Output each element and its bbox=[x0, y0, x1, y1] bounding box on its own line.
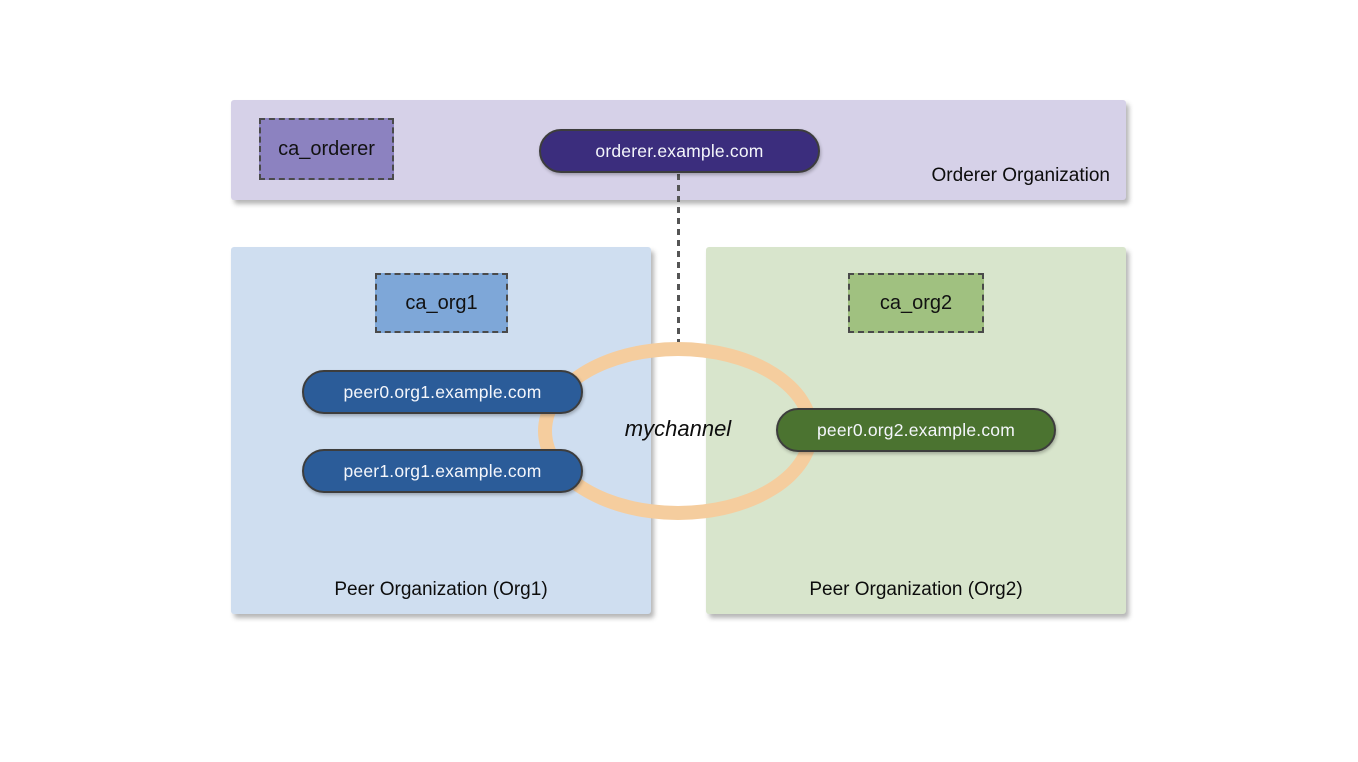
orderer-node-label: orderer.example.com bbox=[595, 140, 764, 161]
peer0-org2-label: peer0.org2.example.com bbox=[817, 419, 1015, 440]
org1-organization-label: Peer Organization (Org1) bbox=[334, 579, 548, 600]
org1-organization-box: ca_org1 peer0.org1.example.com peer1.org… bbox=[231, 247, 651, 614]
peer1-org1-node: peer1.org1.example.com bbox=[302, 449, 583, 493]
orderer-organization-label: Orderer Organization bbox=[931, 165, 1110, 186]
peer0-org2-node: peer0.org2.example.com bbox=[776, 408, 1056, 452]
org2-organization-label: Peer Organization (Org2) bbox=[809, 579, 1023, 600]
channel-label: mychannel bbox=[624, 416, 732, 441]
ca-org1-node: ca_org1 bbox=[375, 273, 508, 333]
ca-orderer-label: ca_orderer bbox=[278, 137, 375, 160]
ca-org1-label: ca_org1 bbox=[405, 291, 478, 314]
orderer-node: orderer.example.com bbox=[539, 129, 820, 173]
orderer-organization-box: ca_orderer orderer.example.com Orderer O… bbox=[231, 100, 1126, 200]
peer0-org1-node: peer0.org1.example.com bbox=[302, 370, 583, 414]
orderer-channel-connector-line bbox=[677, 174, 680, 344]
org2-organization-box: ca_org2 peer0.org2.example.com Peer Orga… bbox=[706, 247, 1126, 614]
ca-org2-label: ca_org2 bbox=[879, 291, 953, 314]
ca-orderer-node: ca_orderer bbox=[259, 118, 394, 180]
peer1-org1-label: peer1.org1.example.com bbox=[343, 460, 542, 481]
peer0-org1-label: peer0.org1.example.com bbox=[343, 381, 542, 402]
ca-org2-node: ca_org2 bbox=[848, 273, 984, 333]
